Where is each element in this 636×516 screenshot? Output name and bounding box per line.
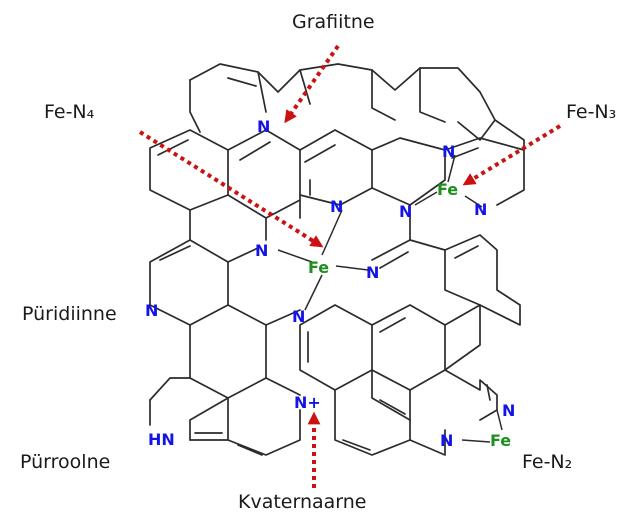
atom-n-graphitic: N [257, 117, 270, 136]
label-pyrrolic: Pürroolne [20, 451, 110, 473]
atom-n: N [330, 197, 343, 216]
atom-n: N [502, 401, 515, 420]
atom-fe-n2: Fe [490, 431, 511, 450]
arrow-fe-n3 [462, 124, 562, 186]
label-fe-n2: Fe-N₂ [522, 451, 572, 473]
label-fe-n4: Fe-N₄ [44, 101, 95, 123]
atom-fe-n4: Fe [308, 258, 329, 277]
atoms: N N Fe N N N N Fe N N N N+ N HN N Fe [145, 117, 515, 450]
site-labels: Grafiitne Fe-N₄ Fe-N₃ Püridiinne Pürrool… [20, 11, 616, 513]
atom-fe-n3: Fe [437, 180, 458, 199]
atom-hn-pyrrolic: HN [148, 430, 175, 449]
atom-n: N [292, 307, 305, 326]
atom-n-pyridinic: N [145, 301, 158, 320]
label-quaternary: Kvaternaarne [238, 491, 367, 513]
label-graphitic: Grafiitne [292, 11, 375, 33]
graphene-lattice [149, 63, 525, 456]
atom-n: N [366, 263, 379, 282]
arrow-graphitic [284, 44, 340, 124]
pointer-arrows [138, 44, 562, 488]
fe-coordination-bonds [277, 154, 503, 443]
label-pyridinic: Püridiinne [22, 303, 117, 325]
arrow-fe-n4 [138, 130, 324, 248]
atom-n: N [399, 202, 412, 221]
atom-n: N [442, 142, 455, 161]
atom-n: N [255, 241, 268, 260]
atom-n-plus-quaternary: N+ [294, 393, 321, 412]
label-fe-n3: Fe-N₃ [566, 101, 616, 123]
atom-n: N [440, 431, 453, 450]
atom-n: N [474, 200, 487, 219]
